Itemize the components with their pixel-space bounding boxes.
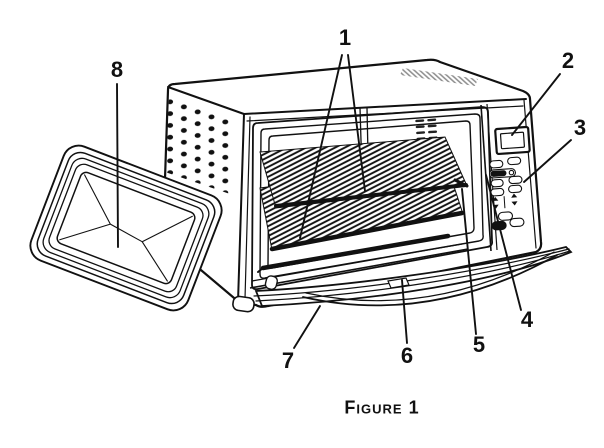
callout-1: 1 (338, 25, 352, 50)
display-screen (494, 125, 531, 156)
control-panel (480, 103, 531, 252)
callout-4: 4 (520, 307, 534, 332)
leader-5 (461, 188, 477, 335)
callout-5: 5 (472, 332, 486, 357)
crumb-tray-front (249, 243, 469, 289)
top-vent-strip (400, 68, 478, 86)
door-handle (302, 251, 558, 307)
leader-8 (116, 83, 119, 248)
leader-2 (511, 73, 561, 136)
callout-2: 2 (561, 48, 575, 73)
callout-3: 3 (573, 115, 587, 140)
leader-lines (116, 54, 572, 349)
open-door (232, 246, 573, 313)
oven-foot (232, 295, 255, 313)
leader-1b (347, 54, 366, 192)
callout-6: 6 (400, 343, 414, 368)
leader-1a (299, 54, 343, 239)
callout-8: 8 (110, 57, 124, 82)
leader-4 (485, 174, 522, 311)
figure-caption: Figure 1 (344, 397, 420, 418)
door-hinge (264, 275, 279, 290)
heating-element (257, 233, 451, 273)
leader-7 (293, 305, 321, 349)
leader-3 (523, 139, 572, 183)
glass-door (29, 144, 223, 312)
leader-6 (401, 279, 408, 344)
left-vent-panel (165, 95, 234, 194)
callout-7: 7 (281, 348, 295, 373)
